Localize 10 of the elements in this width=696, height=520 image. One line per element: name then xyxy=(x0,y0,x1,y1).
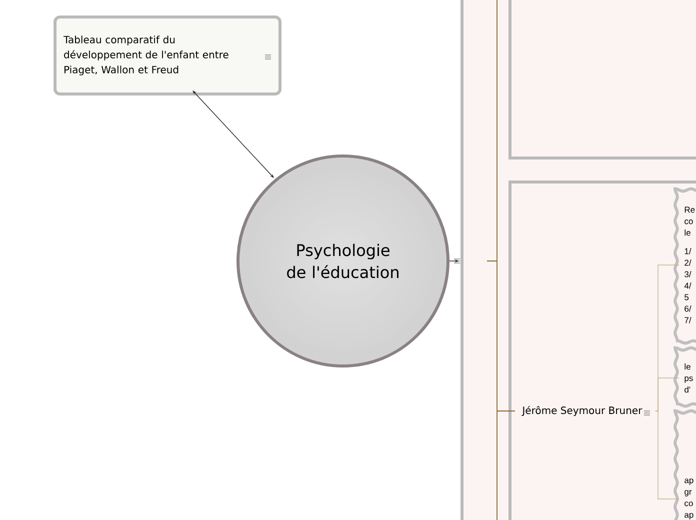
panel xyxy=(508,180,696,520)
connector xyxy=(655,378,680,412)
note-card: ap gr co ap xyxy=(674,409,696,520)
note-box: Tableau comparatif du développement de l'enfant entre Piaget, Wallon et Freud xyxy=(54,16,282,96)
panel xyxy=(508,0,696,160)
note-card: Re co le 1/ 2/ 3/ 4/ 5 6/ 7/ xyxy=(674,187,696,345)
topic-label: Jérôme Seymour Bruner xyxy=(522,406,642,416)
note-card: le ps d' xyxy=(674,346,696,408)
connector xyxy=(192,90,274,178)
connector xyxy=(655,410,680,500)
